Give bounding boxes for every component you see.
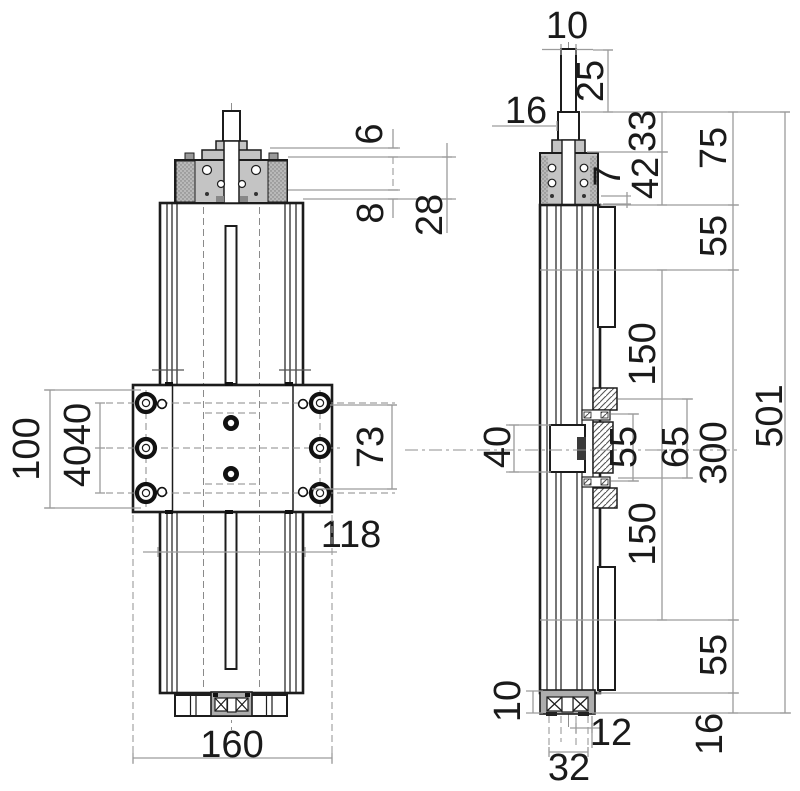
dim-top-zone: 75 bbox=[693, 127, 735, 169]
dim-step-height: 6 bbox=[349, 123, 391, 144]
dim-lower-zone: 55 bbox=[693, 634, 735, 676]
dim-plate-length: 100 bbox=[6, 417, 48, 480]
front-slot-upper bbox=[224, 225, 238, 385]
dim-hole-pitch-b: 40 bbox=[57, 445, 99, 487]
front-spindle-channel bbox=[223, 140, 240, 204]
dim-end-overhang: 12 bbox=[590, 712, 632, 754]
side-end-block bbox=[539, 689, 596, 716]
side-carriage-bolt-top bbox=[581, 409, 611, 421]
front-shaft bbox=[222, 110, 241, 144]
side-bearing-head bbox=[539, 139, 599, 206]
dim-bolt-pitch: 55 bbox=[603, 426, 645, 468]
dim-lower-cover: 150 bbox=[622, 502, 664, 565]
side-view bbox=[538, 42, 618, 727]
side-shaft-step bbox=[557, 111, 580, 144]
dim-mid-zone: 300 bbox=[693, 421, 735, 484]
dim-head-step: 33 bbox=[622, 110, 664, 152]
front-bearing-head bbox=[174, 110, 288, 204]
side-carriage bbox=[549, 387, 618, 509]
dim-plate-width: 160 bbox=[200, 724, 263, 766]
front-slot-lower bbox=[224, 511, 238, 670]
dim-upper-cover: 150 bbox=[622, 322, 664, 385]
side-carriage-bolt-bottom bbox=[581, 476, 611, 488]
front-end-plate bbox=[174, 691, 288, 717]
dim-shaft-key: 16 bbox=[505, 90, 547, 132]
dim-end-inner: 10 bbox=[487, 680, 529, 722]
side-upper-cover bbox=[597, 206, 616, 328]
front-mount-holes bbox=[134, 391, 332, 505]
front-carriage-plate bbox=[95, 382, 395, 514]
dim-hole-span: 73 bbox=[350, 426, 392, 468]
side-lower-cover bbox=[597, 566, 616, 691]
dim-base-width: 32 bbox=[548, 747, 590, 789]
dim-base-gap: 8 bbox=[350, 202, 392, 223]
dim-upper-zone: 55 bbox=[693, 215, 735, 257]
front-view bbox=[95, 103, 395, 730]
dim-head-depth: 42 bbox=[625, 157, 667, 199]
front-head-hatch-left bbox=[175, 160, 196, 203]
dim-hole-pitch-a: 40 bbox=[57, 403, 99, 445]
front-dimensions: 6 8 28 100 40 40 73 118 160 bbox=[6, 123, 456, 766]
dim-flange-gap: 7 bbox=[587, 165, 629, 186]
dim-head-height: 28 bbox=[409, 194, 451, 236]
dim-plate-span: 65 bbox=[655, 426, 697, 468]
dim-nut-height: 40 bbox=[477, 426, 519, 468]
dim-rail-width: 118 bbox=[321, 514, 382, 556]
front-head-hatch-right bbox=[267, 160, 288, 203]
dim-total-height: 501 bbox=[749, 384, 791, 447]
dim-shaft-dia: 10 bbox=[546, 5, 588, 47]
dim-end-plate: 16 bbox=[689, 713, 731, 755]
side-dimensions: 10 16 25 33 42 7 75 55 300 55 16 150 bbox=[405, 5, 791, 789]
dim-shaft-len: 25 bbox=[570, 60, 612, 102]
